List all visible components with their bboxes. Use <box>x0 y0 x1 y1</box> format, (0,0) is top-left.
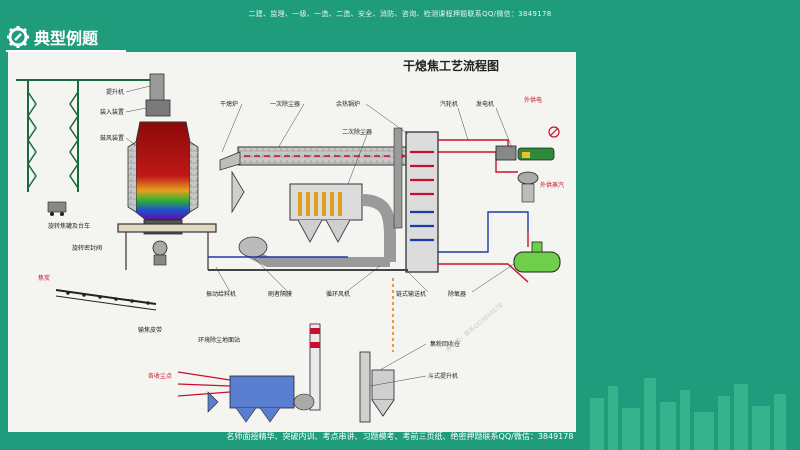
label-deaerator: 除氧器 <box>448 290 466 298</box>
label-dust1: 一次除尘器 <box>270 100 300 108</box>
label-dry-quench: 干熄炉 <box>220 100 238 108</box>
hoist <box>145 73 171 117</box>
label-ext-power: 外供电 <box>524 96 542 104</box>
label-generator: 发电机 <box>476 100 494 108</box>
label-rotary-tank: 旋转焦罐及台车 <box>48 222 90 230</box>
label-hoist: 提升机 <box>106 88 124 96</box>
label-waste-boiler: 余热锅炉 <box>336 100 360 108</box>
environmental-dust-station <box>177 371 315 423</box>
label-dust-station: 环境除尘地面站 <box>198 336 240 344</box>
watermark: 押题库：联系QQ3849178 <box>444 301 505 354</box>
label-dust2: 二次除尘器 <box>342 128 372 136</box>
circulating-fan <box>238 194 396 267</box>
section-header: 典型例题 <box>6 24 98 50</box>
primary-dust-collector <box>219 146 409 214</box>
waste-heat-boiler <box>393 127 439 273</box>
section-title: 典型例题 <box>34 29 99 48</box>
rotary-tank-cart <box>47 201 67 216</box>
label-vibrating-feeder: 振动给料机 <box>206 290 236 298</box>
label-coke-belt: 输焦皮带 <box>138 326 162 334</box>
process-flow-diagram: 干熄焦工艺流程图 <box>16 58 564 423</box>
deaerator <box>513 241 561 273</box>
label-turbine: 汽轮机 <box>440 100 458 108</box>
secondary-dust-collector <box>289 183 363 243</box>
label-collect: 各收尘点 <box>148 372 172 380</box>
label-charging: 装入装置 <box>100 108 124 116</box>
label-air-blow: 鼓风装置 <box>100 134 124 142</box>
label-circ-fan: 循环风机 <box>326 290 350 298</box>
diagram-panel: 干熄焦工艺流程图 <box>8 52 576 432</box>
label-ext-steam: 外供蒸汽 <box>540 181 564 189</box>
rotary-seal-valve <box>152 240 168 266</box>
label-flush-damper: 刷者隔膜 <box>268 290 292 298</box>
bottom-banner: 名师面授精华、突破内训、考点串讲、习题模考、考前三页纸、绝密押题联系QQ/微信：… <box>226 432 574 441</box>
support-platform <box>117 223 217 270</box>
chimney <box>309 323 321 411</box>
leader-lines <box>125 85 515 387</box>
diagram-title: 干熄焦工艺流程图 <box>403 58 499 73</box>
trestle-frame <box>16 79 156 192</box>
generator <box>517 126 560 161</box>
label-coke: 焦炭 <box>38 274 50 282</box>
city-skyline-decoration <box>590 378 786 450</box>
dry-quench-furnace <box>127 121 199 235</box>
label-chain-conveyor: 链式输送机 <box>396 290 426 298</box>
bucket-elevator <box>359 351 395 423</box>
coke-belt <box>55 289 157 311</box>
label-bucket-elevator: 斗式提升机 <box>428 372 458 380</box>
label-ash-recovery: 集粉回收仓 <box>430 340 460 348</box>
turbine <box>495 145 517 161</box>
gear-wrench-icon <box>7 26 29 48</box>
title-underline <box>6 50 126 52</box>
steam-drum <box>517 171 539 203</box>
label-rotary-seal: 旋转密封阀 <box>72 244 102 252</box>
top-banner: 二建、监理、一级、一造、二造、安全、消防、咨询、检测课程押题联系QQ/微信：38… <box>248 10 552 18</box>
